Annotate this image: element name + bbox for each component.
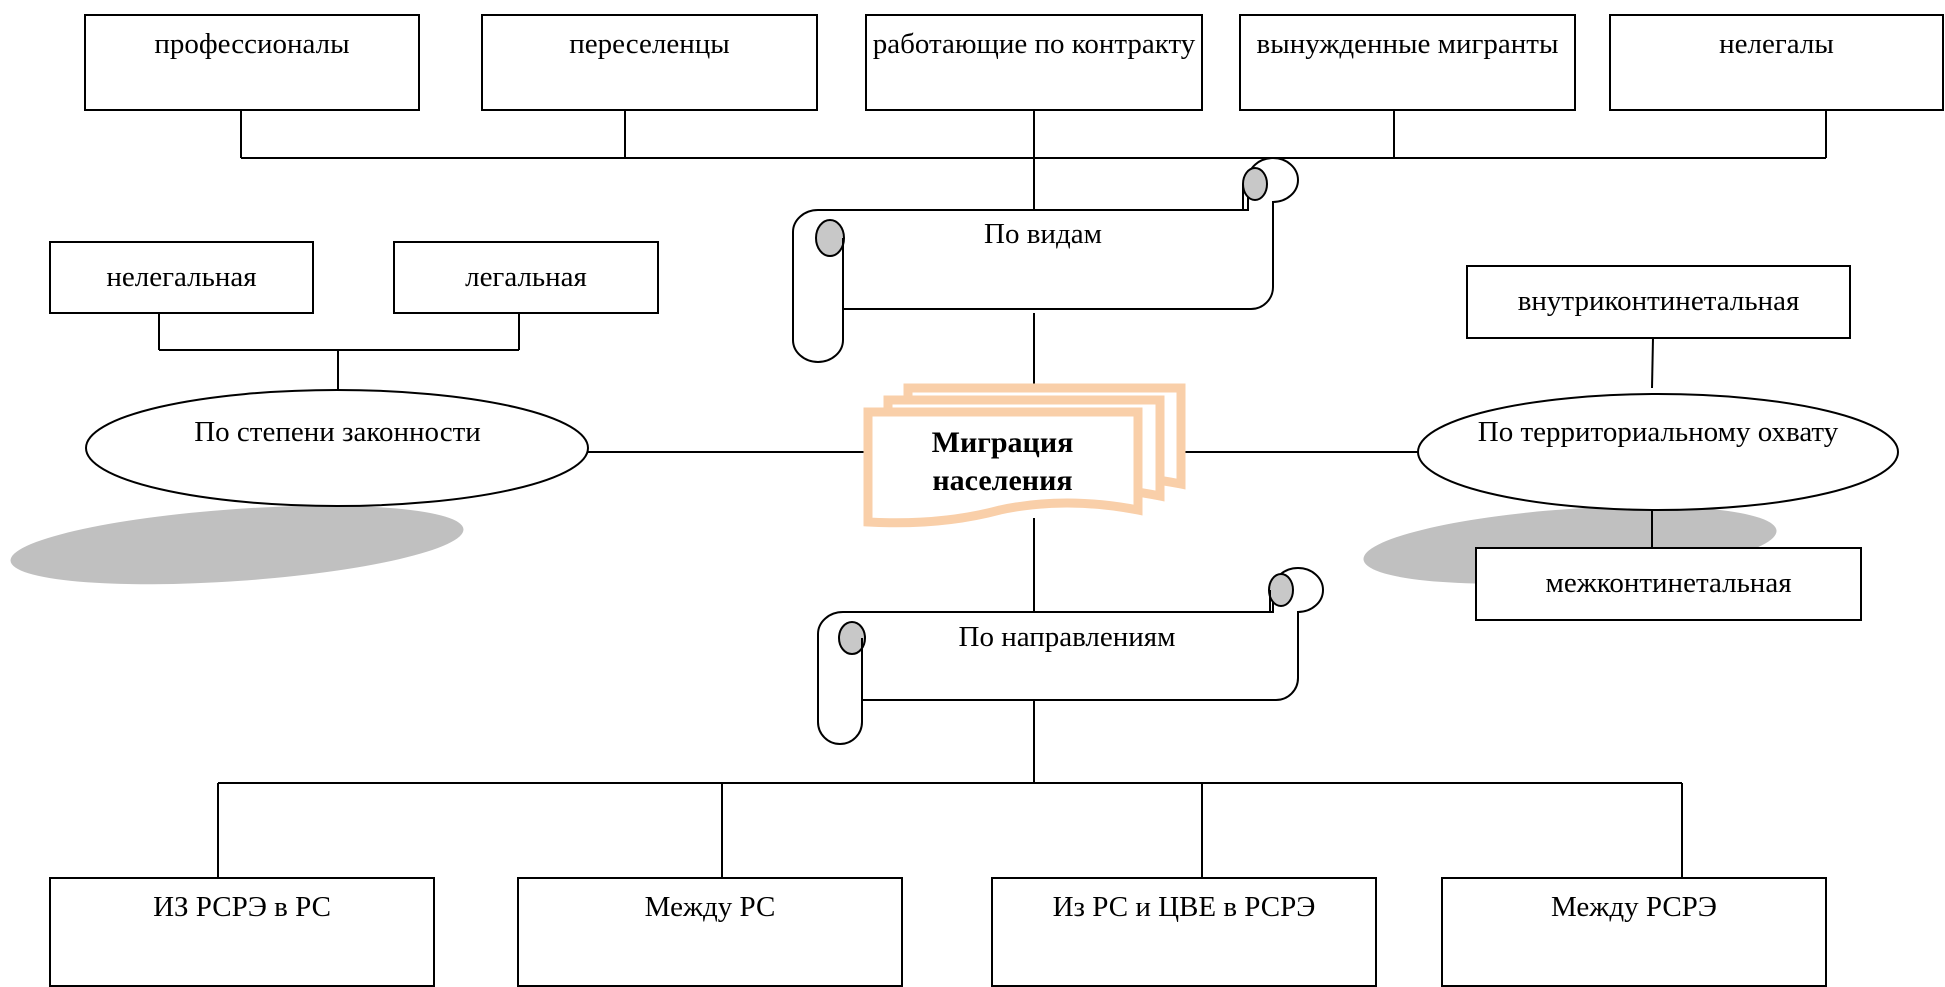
center-title: Миграция населения [880, 424, 1125, 500]
type-label-forced: вынужденные мигранты [1256, 28, 1559, 60]
legality-box-legal: легальная [393, 241, 659, 314]
direction-box-2: Между РС [517, 877, 903, 987]
shadow-left [10, 505, 464, 585]
territory-box-intercontinental: межконтинетальная [1475, 547, 1862, 621]
type-label-professionals: профессионалы [154, 28, 350, 60]
type-box-forced: вынужденные мигранты [1239, 14, 1576, 111]
direction-label-1: ИЗ РСРЭ в РС [153, 891, 331, 923]
type-box-professionals: профессионалы [84, 14, 420, 111]
connector-lines [158, 110, 1827, 878]
direction-label-4: Между РСРЭ [1551, 891, 1717, 923]
legality-box-illegal: нелегальная [49, 241, 314, 314]
scroll-directions [817, 566, 1324, 745]
directions-title: По направлениям [958, 621, 1176, 653]
type-label-contract: работающие по контракту [872, 28, 1196, 60]
scroll-types [792, 156, 1299, 363]
direction-label-3: Из РС и ЦВЕ в РСРЭ [1052, 891, 1316, 923]
territory-box-intracontinental: внутриконтинетальная [1466, 265, 1851, 339]
type-label-settlers: переселенцы [569, 28, 730, 60]
types-title: По видам [984, 218, 1102, 250]
type-label-illegals: нелегалы [1719, 28, 1834, 60]
ellipse-legality [85, 389, 589, 507]
type-box-settlers: переселенцы [481, 14, 818, 111]
legality-label-illegal: нелегальная [106, 261, 257, 293]
type-box-contract: работающие по контракту [865, 14, 1203, 111]
direction-box-3: Из РС и ЦВЕ в РСРЭ [991, 877, 1377, 987]
center-title-line2: населения [932, 464, 1073, 497]
territory-title: По территориальному охвату [1477, 416, 1839, 448]
territory-label-intracontinental: внутриконтинетальная [1517, 285, 1800, 317]
center-title-line1: Миграция [931, 426, 1074, 459]
center-document-shape [863, 383, 1186, 528]
direction-label-2: Между РС [644, 891, 776, 923]
ellipse-territory [1417, 393, 1899, 511]
direction-box-4: Между РСРЭ [1441, 877, 1827, 987]
direction-box-1: ИЗ РСРЭ в РС [49, 877, 435, 987]
legality-title: По степени законности [194, 416, 481, 448]
legality-label-legal: легальная [465, 261, 587, 293]
type-box-illegals: нелегалы [1609, 14, 1944, 111]
territory-label-intercontinental: межконтинетальная [1545, 567, 1792, 599]
